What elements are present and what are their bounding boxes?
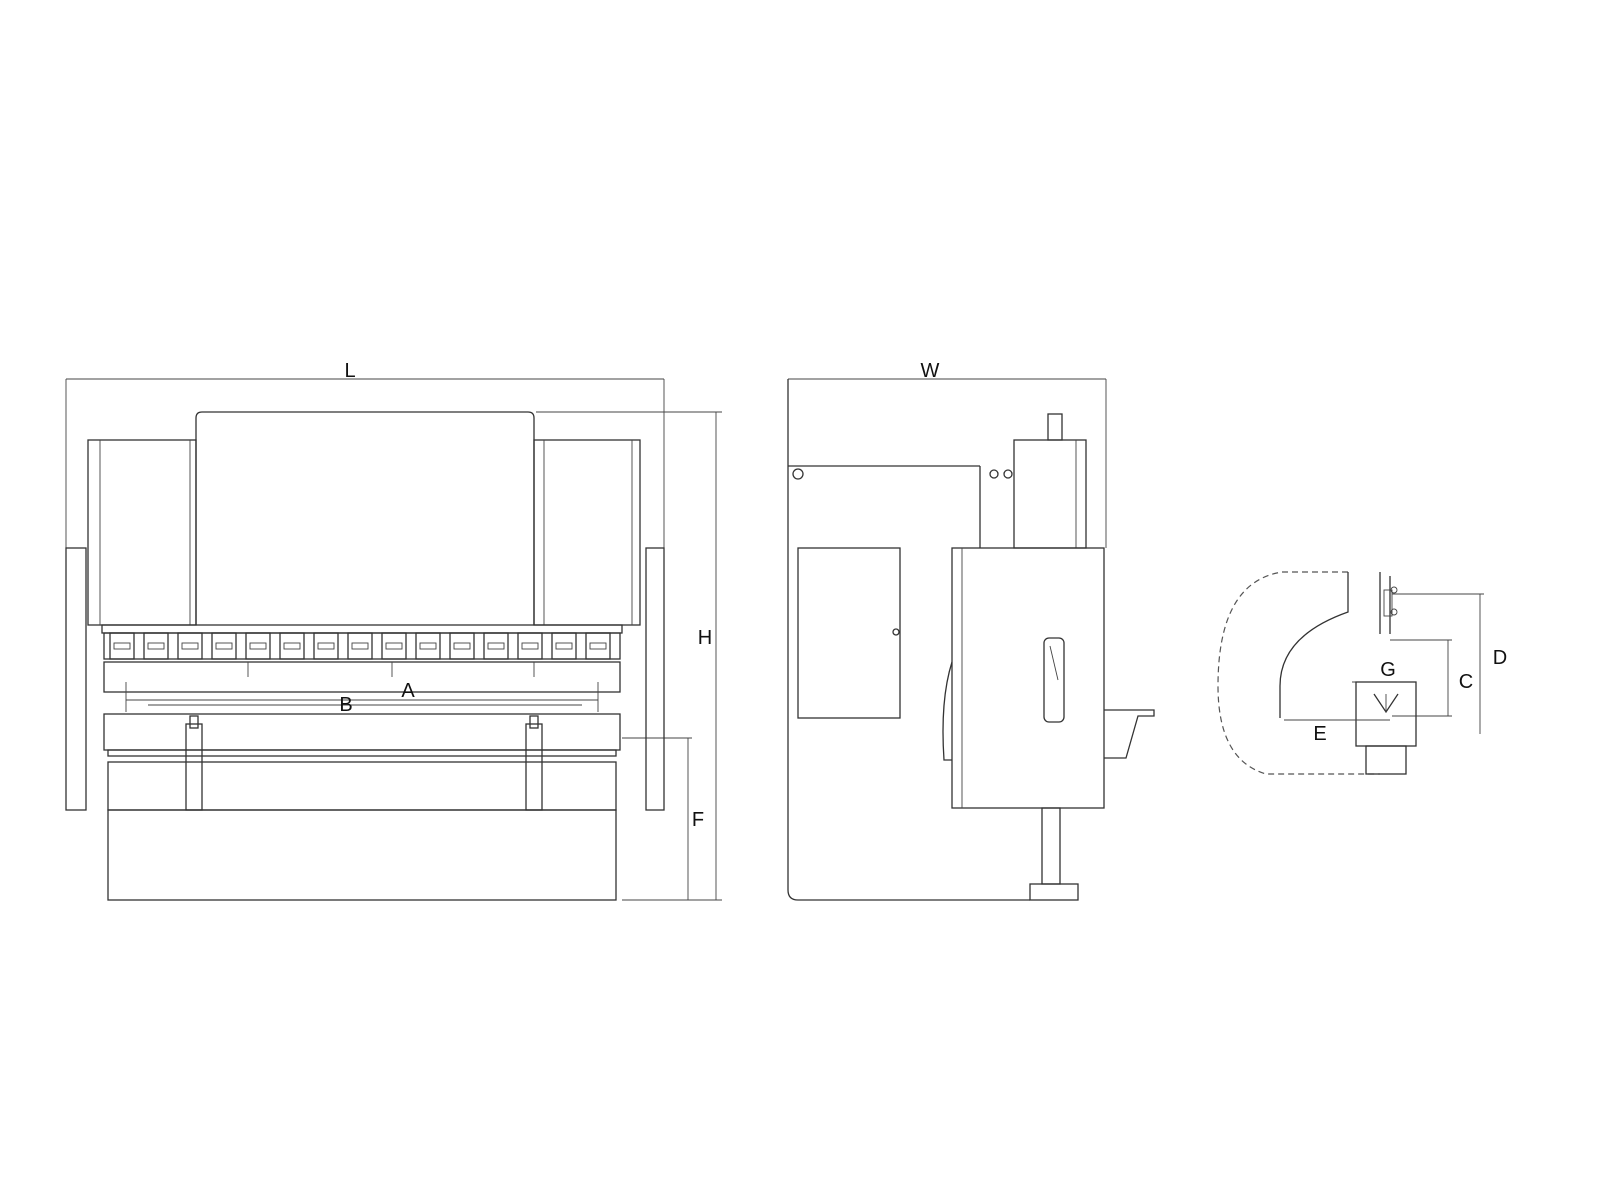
dim-label-d: D xyxy=(1493,647,1507,669)
dim-label-e: E xyxy=(1313,723,1326,745)
dim-label-b: B xyxy=(339,694,352,716)
dim-label-l: L xyxy=(344,360,355,382)
throat-detail: D C G E xyxy=(1217,571,1507,775)
dim-label-f: F xyxy=(692,809,704,831)
front-view: L H A B F xyxy=(65,360,722,901)
tool-clamps xyxy=(109,632,611,660)
side-view: W xyxy=(787,360,1155,901)
dim-label-g: G xyxy=(1380,659,1396,681)
dim-label-a: A xyxy=(401,680,415,702)
dim-label-c: C xyxy=(1459,671,1473,693)
dim-label-w: W xyxy=(921,360,940,382)
dim-label-h: H xyxy=(698,627,712,649)
